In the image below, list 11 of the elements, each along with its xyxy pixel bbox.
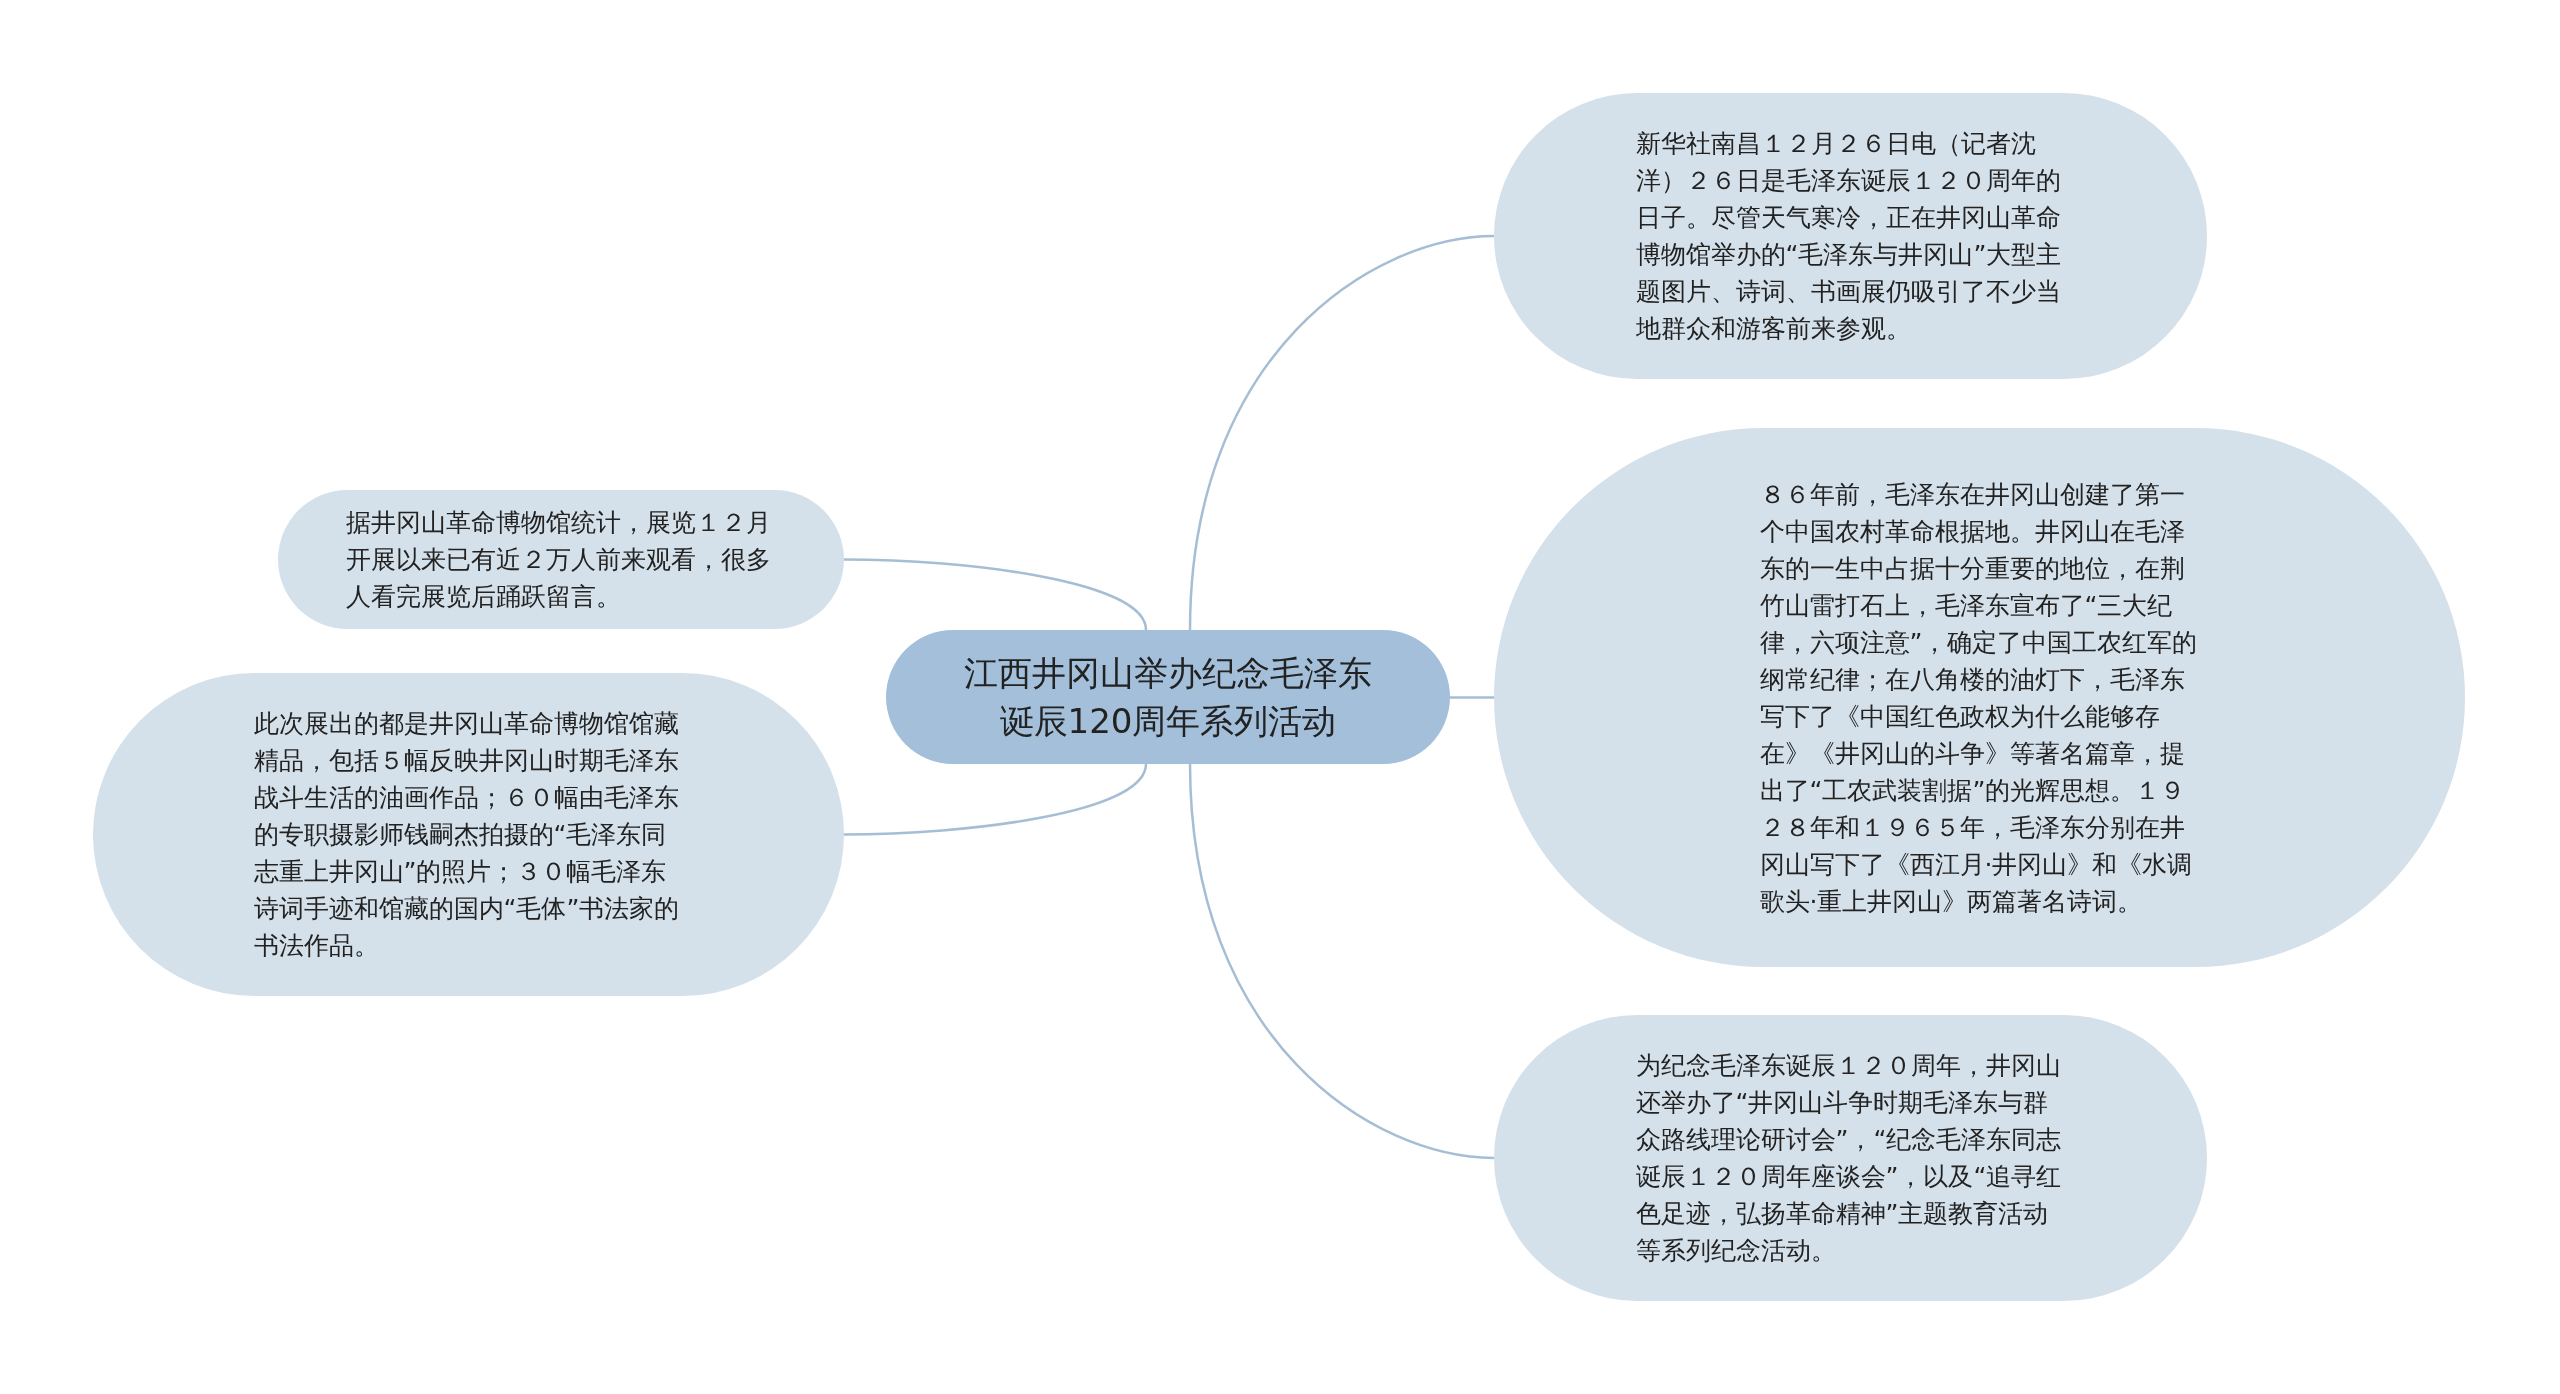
topic-text: 据井冈山革命博物馆统计，展览１２月开展以来已有近２万人前来观看，很多人看完展览后踊跃留言。 <box>346 507 772 613</box>
connector-line <box>1450 696 1494 699</box>
topic-text: 新华社南昌１２月２６日电（记者沈洋）２６日是毛泽东诞辰１２０周年的日子。尽管天气寒冷，正在井冈山革命博物馆举办的“毛泽东与井冈山”大型主题图片、诗词、书画展仍吸引了不少当地群众和游客前来参观。 <box>1635 128 2063 345</box>
topic-text: ８６年前，毛泽东在井冈山创建了第一个中国农村革命根据地。井冈山在毛泽东的一生中占据十分重要的地位，在荆竹山雷打石上，毛泽东宣布了“三大纪律，六项注意”，确定了中国工农红军的纲常纪律；在八角楼的油灯下，毛泽东写下了《中国红色政权为什么能够存在》《井冈山的斗争》等著名篇章，提出了“工农武装割据”的光辉思想。１９２８年和１９６５年，毛泽东分别在井冈山写下了《西江月·井冈山》和《水调歌头·重上井冈山》两篇著名诗词。 <box>1759 478 2199 918</box>
connector-line <box>1188 234 1495 631</box>
topic-text: 此次展出的都是井冈山革命博物馆馆藏精品，包括５幅反映井冈山时期毛泽东战斗生活的油画作品；６０幅由毛泽东的专职摄影师钱嗣杰拍摄的“毛泽东同志重上井冈山”的照片；３０幅毛泽东诗词手迹和馆藏的国内“毛体”书法家的书法作品。 <box>253 708 681 962</box>
connector-line <box>1188 763 1495 1160</box>
topic-text: 为纪念毛泽东诞辰１２０周年，井冈山还举办了“井冈山斗争时期毛泽东与群众路线理论研讨会”，“纪念毛泽东同志诞辰１２０周年座谈会”，以及“追寻红色足迹，弘扬革命精神”主题教育活动等系列纪念活动。 <box>1635 1050 2063 1267</box>
connector-line <box>844 558 1148 631</box>
connector-line <box>844 763 1148 836</box>
topic-title: 江西井冈山举办纪念毛泽东诞辰120周年系列活动 <box>963 652 1373 743</box>
